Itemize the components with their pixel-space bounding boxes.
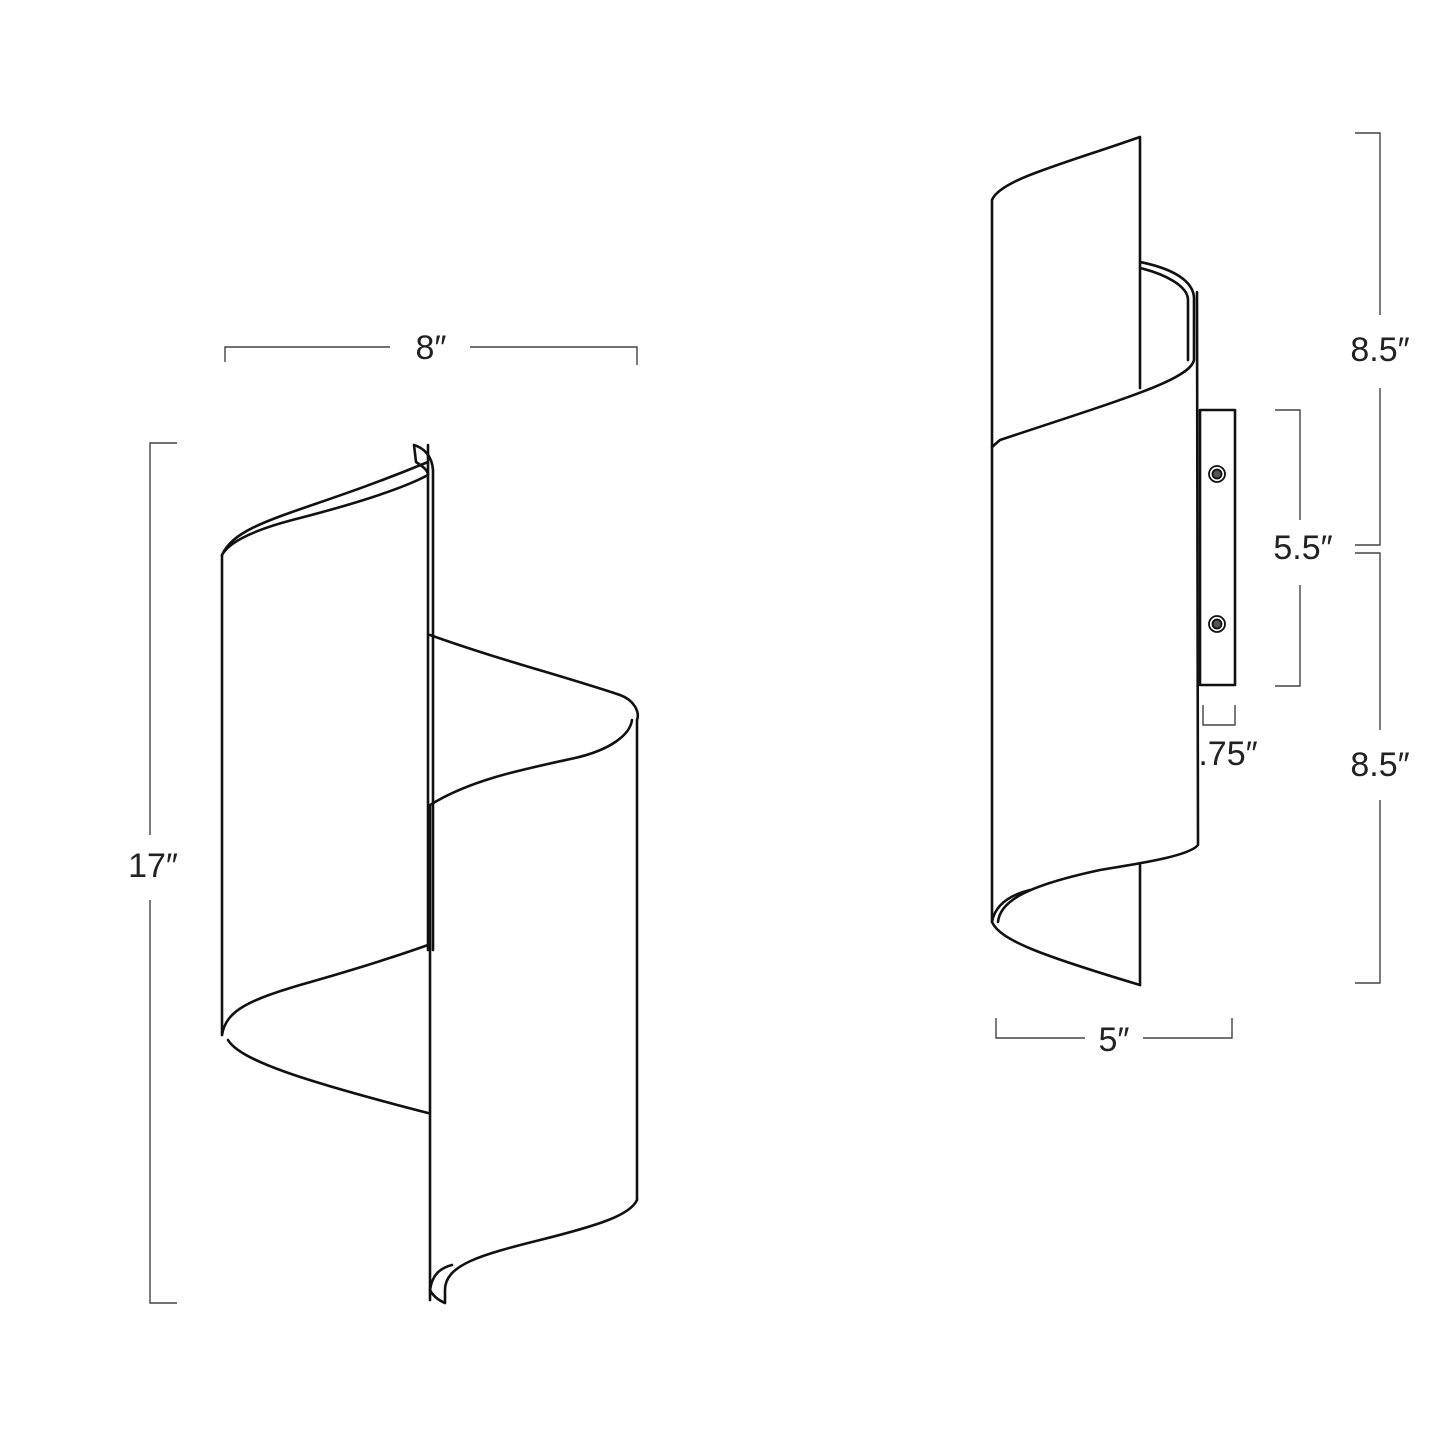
front-bottom-curl — [428, 1198, 639, 1305]
side-upper-height-label: 8.5″ — [1350, 331, 1410, 369]
front-right-panel — [428, 633, 640, 1302]
plate-height-dim-line — [1275, 409, 1301, 687]
side-dimension-lines — [995, 132, 1381, 1039]
side-depth-dim-line — [995, 1018, 1233, 1039]
front-dimension-lines — [149, 346, 638, 1304]
side-depth-label: 5″ — [1098, 1021, 1130, 1059]
screw-top — [1208, 465, 1226, 483]
plate-height-label: 5.5″ — [1273, 529, 1333, 567]
plate-depth-dim-line — [1202, 705, 1236, 726]
front-view — [220, 443, 640, 1305]
mounting-screws — [1208, 465, 1226, 633]
front-top-band — [220, 473, 430, 557]
side-upper-height-dim-line — [1355, 132, 1381, 546]
front-lower-curl — [220, 943, 430, 1115]
front-top-curl — [412, 443, 435, 952]
front-height-dim-line — [149, 442, 177, 1304]
plate-depth-label: .75″ — [1198, 735, 1258, 773]
side-upper-wrap — [990, 260, 1196, 449]
front-width-label: 8″ — [415, 329, 447, 367]
front-left-panel — [220, 443, 430, 1037]
front-width-dim-line — [224, 346, 638, 365]
side-view — [990, 135, 1237, 987]
mounting-plate — [1198, 408, 1237, 687]
side-front-body — [996, 290, 1200, 924]
side-lower-height-dim-line — [1355, 552, 1381, 984]
side-lower-height-label: 8.5″ — [1350, 746, 1410, 784]
side-bottom-curl — [990, 888, 1142, 987]
screw-bottom — [1208, 615, 1226, 633]
side-back-panel — [990, 135, 1142, 924]
front-height-label: 17″ — [128, 847, 178, 885]
